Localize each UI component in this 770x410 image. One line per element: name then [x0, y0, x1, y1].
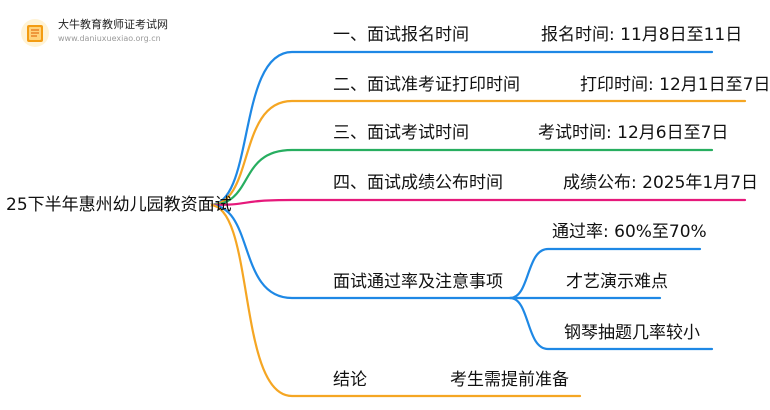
branch-conclusion-label: 结论 [333, 370, 367, 390]
branch-pass-rate-connector [208, 203, 512, 300]
branch-exam-time-label: 三、面试考试时间 [333, 123, 469, 143]
site-logo[interactable]: 大牛教育教师证考试网 www.daniuxuexiao.org.cn [18, 16, 198, 50]
pass-rate-leaf-connector [508, 247, 702, 300]
mind-map-canvas: 大牛教育教师证考试网 www.daniuxuexiao.org.cn 25下半年… [6, 16, 770, 398]
piano-leaf: 钢琴抽题几率较小 [564, 323, 700, 343]
mind-map-connectors [208, 50, 747, 398]
branch-exam-time-detail: 考试时间: 12月6日至7日 [538, 123, 729, 143]
book-logo-icon [21, 19, 49, 47]
branch-ticket-print-label: 二、面试准考证打印时间 [333, 75, 520, 95]
site-logo-url: www.daniuxuexiao.org.cn [58, 34, 161, 43]
branch-registration-detail: 报名时间: 11月8日至11日 [541, 25, 743, 45]
pass-rate-leaf: 通过率: 60%至70% [552, 222, 707, 242]
branch-exam-time-connector [208, 148, 714, 207]
branch-conclusion-connector [208, 203, 582, 398]
branch-results-detail: 成绩公布: 2025年1月7日 [563, 173, 759, 193]
branch-registration-label: 一、面试报名时间 [333, 25, 469, 45]
branch-pass-rate-label: 面试通过率及注意事项 [333, 272, 503, 292]
root-topic: 25下半年惠州幼儿园教资面试 [6, 195, 232, 215]
branch-results-connector [208, 198, 747, 207]
branch-ticket-print-connector [208, 99, 747, 207]
branch-results-label: 四、面试成绩公布时间 [333, 173, 503, 193]
site-logo-title: 大牛教育教师证考试网 [58, 18, 168, 31]
talent-show-leaf: 才艺演示难点 [566, 272, 668, 292]
piano-leaf-connector [508, 296, 714, 351]
branch-ticket-print-detail: 打印时间: 12月1日至7日 [580, 75, 770, 95]
branch-conclusion-detail: 考生需提前准备 [450, 370, 569, 390]
branch-registration-connector [208, 50, 714, 207]
